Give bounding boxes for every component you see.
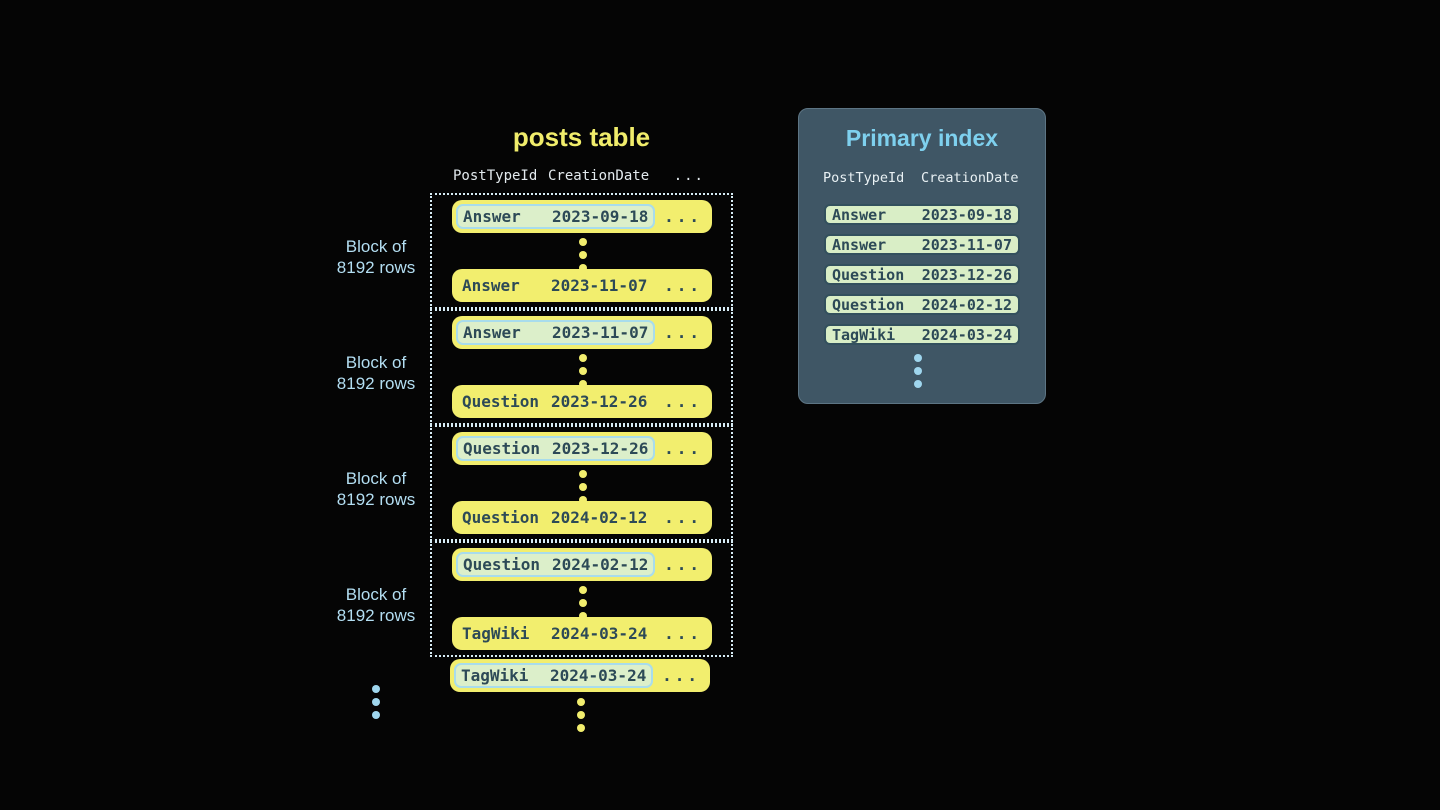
posts-header-more-columns: ... xyxy=(673,168,705,184)
cell-more-columns: ... xyxy=(662,666,700,685)
rows-ellipsis-dots xyxy=(579,470,587,504)
cell-posttypeid: TagWiki xyxy=(461,666,529,685)
table-row-next-block: TagWiki 2024-03-24 ... xyxy=(450,659,710,692)
block-label-line1: Block of xyxy=(345,585,407,604)
cell-posttypeid: Question xyxy=(463,555,541,574)
rows-ellipsis-dots xyxy=(579,238,587,272)
block-label-line2: 8192 rows xyxy=(336,258,416,277)
cell-posttypeid: Answer xyxy=(832,235,887,254)
block-label-line1: Block of xyxy=(345,353,407,372)
cell-creationdate: 2023-12-26 xyxy=(552,439,649,458)
table-row: Answer 2023-11-07 ... xyxy=(452,269,712,302)
indexed-cell-highlight: TagWiki 2024-03-24 xyxy=(454,663,654,688)
primary-index-title: Primary index xyxy=(845,125,999,151)
table-row: Question 2024-02-12 ... xyxy=(452,548,712,581)
index-entry: Question 2024-02-12 xyxy=(824,294,1020,315)
cell-posttypeid: Question xyxy=(462,508,540,527)
table-row: Answer 2023-11-07 ... xyxy=(452,316,712,349)
block-3: Question 2023-12-26 ... Question 2024-02… xyxy=(430,425,733,541)
indexed-cell-highlight: Answer 2023-09-18 xyxy=(456,204,656,229)
table-row: Answer 2023-09-18 ... xyxy=(452,200,712,233)
cell-creationdate: 2023-11-07 xyxy=(551,276,648,295)
cell-posttypeid: Question xyxy=(462,392,540,411)
cell-posttypeid: Answer xyxy=(832,205,887,224)
cell-creationdate: 2023-09-18 xyxy=(552,207,649,226)
cell-more-columns: ... xyxy=(664,276,702,295)
block-1: Answer 2023-09-18 ... Answer 2023-11-07 … xyxy=(430,193,733,309)
cell-posttypeid: Question xyxy=(832,265,905,284)
table-row: TagWiki 2024-03-24 ... xyxy=(452,617,712,650)
cell-posttypeid: Answer xyxy=(462,276,520,295)
indexed-cell-highlight: Question 2024-02-12 xyxy=(456,552,656,577)
block-label-line2: 8192 rows xyxy=(336,374,416,393)
cell-more-columns: ... xyxy=(664,624,702,643)
cell-more-columns: ... xyxy=(664,392,702,411)
index-entry: TagWiki 2024-03-24 xyxy=(824,324,1020,345)
cell-creationdate: 2024-02-12 xyxy=(551,508,648,527)
table-row: Question 2023-12-26 ... xyxy=(452,385,712,418)
cell-posttypeid: TagWiki xyxy=(832,325,896,344)
cell-creationdate: 2023-12-26 xyxy=(921,265,1012,284)
cell-creationdate: 2023-11-07 xyxy=(552,323,649,342)
table-row: Question 2023-12-26 ... xyxy=(452,432,712,465)
rows-ellipsis-dots xyxy=(579,586,587,620)
block-2: Answer 2023-11-07 ... Question 2023-12-2… xyxy=(430,309,733,425)
block-label-line1: Block of xyxy=(345,237,407,256)
cell-creationdate: 2023-11-07 xyxy=(921,235,1012,254)
more-blocks-ellipsis-dots xyxy=(372,685,380,719)
index-entry: Answer 2023-09-18 xyxy=(824,204,1020,225)
block-label-line2: 8192 rows xyxy=(336,606,416,625)
cell-posttypeid: Answer xyxy=(463,207,521,226)
primary-index-panel: Primary index PostTypeId CreationDate An… xyxy=(798,108,1046,404)
table-row: Question 2024-02-12 ... xyxy=(452,501,712,534)
posts-table-column-headers: PostTypeId CreationDate ... xyxy=(430,166,733,186)
cell-creationdate: 2024-03-24 xyxy=(921,325,1012,344)
block-label-line2: 8192 rows xyxy=(336,490,416,509)
posts-table-title: posts table xyxy=(512,122,651,152)
cell-posttypeid: TagWiki xyxy=(462,624,530,643)
cell-creationdate: 2024-02-12 xyxy=(552,555,649,574)
cell-posttypeid: Question xyxy=(832,295,905,314)
indexed-cell-highlight: Question 2023-12-26 xyxy=(456,436,656,461)
rows-ellipsis-dots xyxy=(579,354,587,388)
block-4: Question 2024-02-12 ... TagWiki 2024-03-… xyxy=(430,541,733,657)
posts-header-creationdate: CreationDate xyxy=(548,168,650,184)
primary-index-column-headers: PostTypeId CreationDate xyxy=(799,169,1045,187)
index-header-creationdate: CreationDate xyxy=(921,170,1019,186)
cell-more-columns: ... xyxy=(664,323,702,342)
more-index-entries-ellipsis-dots xyxy=(914,354,922,388)
index-header-posttypeid: PostTypeId xyxy=(823,170,905,186)
cell-more-columns: ... xyxy=(664,555,702,574)
cell-creationdate: 2024-03-24 xyxy=(551,624,648,643)
indexed-cell-highlight: Answer 2023-11-07 xyxy=(456,320,656,345)
posts-header-posttypeid: PostTypeId xyxy=(453,168,538,184)
cell-creationdate: 2023-12-26 xyxy=(551,392,648,411)
cell-creationdate: 2024-03-24 xyxy=(550,666,647,685)
more-rows-ellipsis-dots xyxy=(577,698,585,732)
cell-more-columns: ... xyxy=(664,207,702,226)
block-label-1: Block of 8192 rows xyxy=(321,236,431,278)
cell-more-columns: ... xyxy=(664,439,702,458)
index-entry: Question 2023-12-26 xyxy=(824,264,1020,285)
cell-posttypeid: Answer xyxy=(463,323,521,342)
block-label-line1: Block of xyxy=(345,469,407,488)
cell-posttypeid: Question xyxy=(463,439,541,458)
block-label-4: Block of 8192 rows xyxy=(321,584,431,626)
cell-creationdate: 2023-09-18 xyxy=(921,205,1012,224)
index-entry: Answer 2023-11-07 xyxy=(824,234,1020,255)
block-label-2: Block of 8192 rows xyxy=(321,352,431,394)
cell-creationdate: 2024-02-12 xyxy=(921,295,1012,314)
block-label-3: Block of 8192 rows xyxy=(321,468,431,510)
cell-more-columns: ... xyxy=(664,508,702,527)
